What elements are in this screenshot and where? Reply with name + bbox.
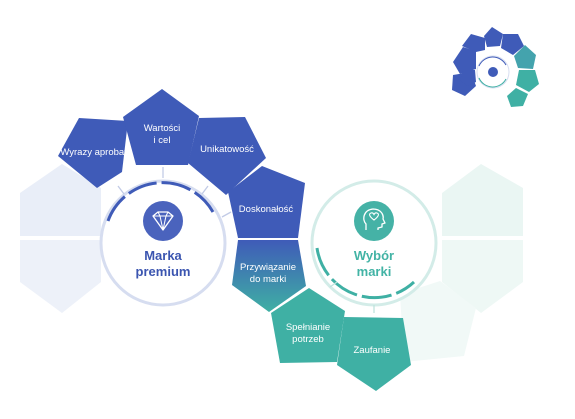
premium-title-line2: premium <box>136 264 191 279</box>
label-spelnianie-line1: Spełnianie <box>286 322 330 333</box>
segments <box>58 89 411 391</box>
mini-diagram-thumbnail <box>452 27 539 107</box>
label-doskonalosc: Doskonałość <box>239 204 294 215</box>
mini-pentagon-9 <box>460 70 476 86</box>
mini-pentagon-5 <box>514 45 536 69</box>
ghost-pentagon-right-lower <box>400 281 476 362</box>
label-spelnianie-line2: potrzeb <box>292 334 324 345</box>
connector-ticks <box>117 167 375 313</box>
ghost-pentagon-left-lower <box>20 240 101 313</box>
diamond-icon <box>152 211 174 231</box>
premium-title-line1: Marka <box>144 248 182 263</box>
choice-hub: Wybór marki <box>310 179 438 307</box>
premium-hub: Marka premium <box>99 179 227 307</box>
segment-przywiazanie <box>232 240 306 312</box>
segment-wartosci-i-cel <box>123 89 199 165</box>
mini-pentagon-1 <box>453 47 476 74</box>
choice-title-line1: Wybór <box>354 248 394 263</box>
choice-title-line2: marki <box>357 264 392 279</box>
label-przywiazanie-line2: do marki <box>250 274 286 285</box>
segment-spelnianie <box>271 288 345 363</box>
label-wartosci-line2: i cel <box>154 135 171 146</box>
segment-wyrazy-aprobaty <box>58 118 128 188</box>
ghost-pentagon-left-upper <box>20 164 101 236</box>
choice-arc <box>315 247 416 300</box>
mini-pentagon-6 <box>516 70 539 92</box>
ghost-pentagon-right-upper <box>442 164 523 236</box>
label-przywiazanie-line1: Przywiązanie <box>240 262 296 273</box>
head-heart-icon <box>363 208 386 230</box>
label-unikatowosc: Unikatowość <box>200 144 254 155</box>
mini-ring-arc-teal <box>478 77 507 88</box>
mini-hub-icon <box>488 67 498 77</box>
label-wyrazy-aprobaty: Wyrazy aprobaty <box>60 147 131 158</box>
mini-pentagon-7 <box>507 88 528 107</box>
ghost-pentagons <box>20 164 523 362</box>
segment-unikatowosc <box>188 117 266 195</box>
label-wartosci-line1: Wartości <box>144 123 181 134</box>
choice-icon-circle <box>354 201 394 241</box>
label-zaufanie: Zaufanie <box>354 345 391 356</box>
premium-arc <box>106 181 215 222</box>
mini-pentagon-4 <box>501 34 524 55</box>
mini-ring-arc-blue <box>478 56 507 67</box>
premium-icon-circle <box>143 201 183 241</box>
segment-zaufanie <box>337 317 411 391</box>
mini-pentagon-3 <box>484 27 503 47</box>
premium-outer-ring <box>99 179 227 307</box>
segment-doskonalosc <box>228 166 305 238</box>
mini-pentagon-2 <box>462 34 485 52</box>
segment-labels: Wyrazy aprobaty Wartości i cel Unikatowo… <box>60 123 390 356</box>
ghost-pentagon-right-mid <box>442 240 523 313</box>
